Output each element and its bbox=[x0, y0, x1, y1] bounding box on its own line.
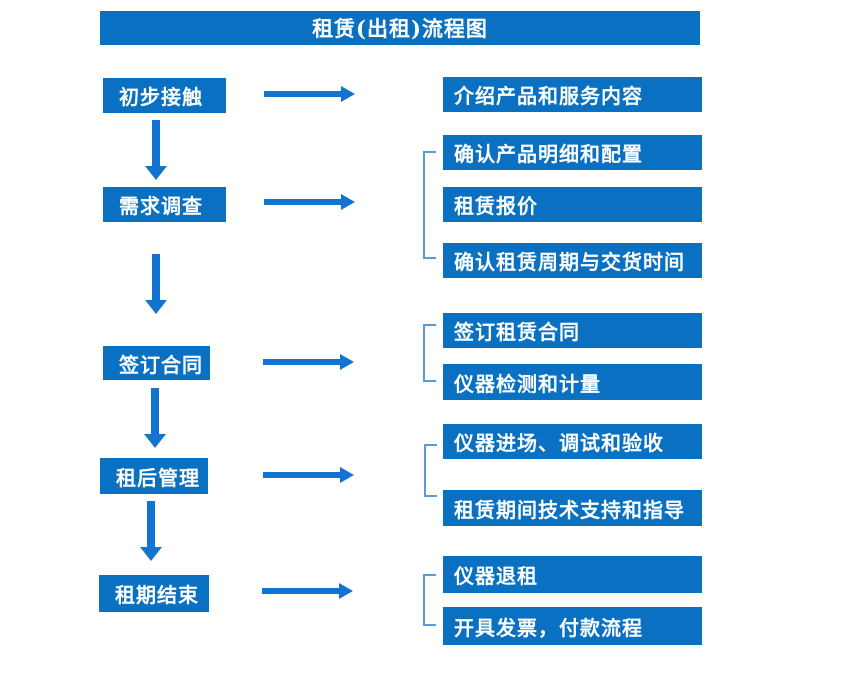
detail-box-confirm-period-delivery: 确认租赁周期与交货时间 bbox=[443, 243, 702, 278]
detail-box-instrument-test-measure: 仪器检测和计量 bbox=[443, 364, 702, 400]
detail-box-invoice-payment: 开具发票，付款流程 bbox=[443, 607, 702, 645]
arrow-head bbox=[341, 194, 355, 210]
arrow-shaft bbox=[262, 588, 340, 594]
bracket-connector bbox=[423, 574, 436, 626]
detail-box-instrument-return: 仪器退租 bbox=[443, 556, 702, 593]
arrow-head bbox=[340, 354, 354, 370]
arrow-shaft bbox=[151, 388, 159, 435]
step-box-rental-end: 租期结束 bbox=[99, 575, 209, 612]
arrow-head bbox=[145, 300, 167, 314]
down-arrow-icon bbox=[144, 388, 166, 448]
detail-box-tech-support: 租赁期间技术支持和指导 bbox=[443, 490, 702, 526]
bracket-connector bbox=[423, 324, 436, 382]
detail-box-instrument-install-accept: 仪器进场、调试和验收 bbox=[443, 424, 702, 459]
step-box-initial-contact: 初步接触 bbox=[103, 78, 226, 113]
arrow-shaft bbox=[152, 120, 160, 167]
arrow-head bbox=[140, 547, 162, 561]
arrow-head bbox=[339, 583, 353, 599]
detail-box-introduce-products: 介绍产品和服务内容 bbox=[443, 77, 702, 112]
step-box-demand-survey: 需求调查 bbox=[103, 187, 226, 222]
right-arrow-icon bbox=[262, 583, 353, 599]
diagram-title: 租赁(出租)流程图 bbox=[100, 11, 700, 45]
detail-box-rental-quote: 租赁报价 bbox=[443, 187, 702, 222]
arrow-shaft bbox=[152, 254, 160, 301]
bracket-connector bbox=[424, 444, 437, 497]
step-box-post-rental-management: 租后管理 bbox=[100, 458, 208, 494]
arrow-shaft bbox=[263, 359, 341, 365]
arrow-head bbox=[145, 166, 167, 180]
right-arrow-icon bbox=[264, 194, 355, 210]
arrow-shaft bbox=[263, 472, 341, 478]
down-arrow-icon bbox=[145, 254, 167, 314]
arrow-shaft bbox=[264, 199, 342, 205]
down-arrow-icon bbox=[145, 120, 167, 180]
right-arrow-icon bbox=[263, 354, 354, 370]
arrow-shaft bbox=[147, 501, 155, 548]
right-arrow-icon bbox=[264, 86, 355, 102]
down-arrow-icon bbox=[140, 501, 162, 561]
arrow-head bbox=[340, 467, 354, 483]
step-box-sign-contract: 签订合同 bbox=[103, 346, 210, 380]
detail-box-sign-rental-contract: 签订租赁合同 bbox=[443, 313, 702, 348]
arrow-shaft bbox=[264, 91, 342, 97]
arrow-head bbox=[341, 86, 355, 102]
detail-box-confirm-product-config: 确认产品明细和配置 bbox=[443, 135, 702, 170]
arrow-head bbox=[144, 434, 166, 448]
right-arrow-icon bbox=[263, 467, 354, 483]
bracket-connector bbox=[423, 151, 436, 259]
